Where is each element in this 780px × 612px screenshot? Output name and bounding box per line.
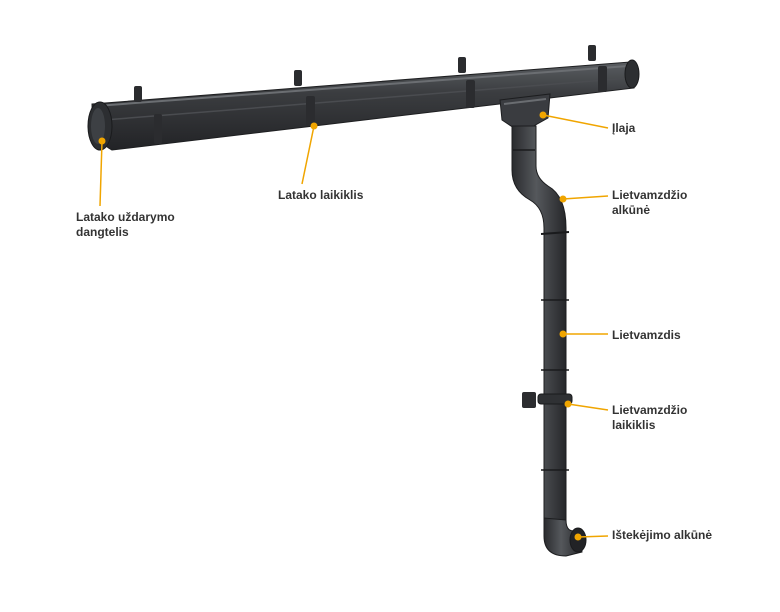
label-outflow-elbow-text: Ištekėjimo alkūnė: [612, 528, 713, 542]
label-pipe-elbow: Lietvamzdžio alkūnė: [612, 188, 687, 218]
label-downpipe-text: Lietvamzdis: [612, 328, 681, 342]
label-end-cap-line2: dangtelis: [76, 225, 129, 239]
gutter-bracket: [134, 86, 162, 144]
label-end-cap-line1: Latako uždarymo: [76, 210, 175, 224]
gutter: [91, 61, 635, 151]
label-pipe-elbow-line2: alkūnė: [612, 203, 651, 217]
gutter-end-cap-right: [624, 59, 640, 89]
gutter-bracket: [458, 57, 475, 108]
leader-end-cap: [98, 137, 106, 207]
label-pipe-bracket-line1: Lietvamzdžio: [612, 403, 688, 417]
leader-gutter-bracket: [301, 122, 318, 185]
leader-pipe-bracket: [564, 400, 609, 411]
gutter-bracket: [588, 45, 607, 92]
label-pipe-bracket-line2: laikiklis: [612, 418, 656, 432]
label-downpipe: Lietvamzdis: [612, 328, 681, 343]
label-outlet: Įlaja: [612, 121, 635, 136]
label-pipe-elbow-line1: Lietvamzdžio: [612, 188, 688, 202]
leader-outlet: [539, 111, 609, 129]
leader-outflow-elbow: [574, 533, 609, 541]
label-outlet-text: Įlaja: [612, 121, 636, 135]
label-gutter-bracket-text: Latako laikiklis: [278, 188, 364, 202]
label-pipe-bracket: Lietvamzdžio laikiklis: [612, 403, 687, 433]
label-gutter-bracket: Latako laikiklis: [278, 188, 363, 203]
label-outflow-elbow: Ištekėjimo alkūnė: [612, 528, 712, 543]
gutter-end-cap: [87, 101, 113, 151]
leader-pipe-elbow: [559, 195, 609, 203]
gutter-outlet: [499, 93, 551, 129]
gutter-bracket: [294, 70, 315, 126]
leader-downpipe: [559, 330, 608, 338]
downpipe: [511, 125, 570, 521]
label-end-cap: Latako uždarymo dangtelis: [76, 210, 175, 240]
downpipe-bracket: [522, 392, 573, 408]
